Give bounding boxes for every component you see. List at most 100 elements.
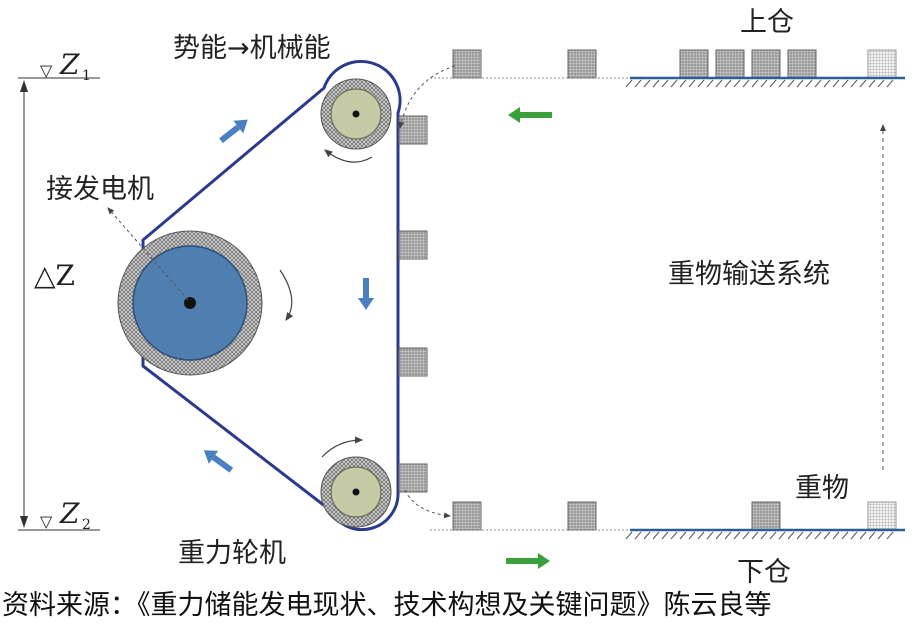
conveyor-belt <box>141 60 402 532</box>
floor-hatch-tick <box>805 531 813 540</box>
weight-block <box>452 49 482 79</box>
floor-hatch-tick <box>679 79 687 88</box>
floor-hatch-tick <box>787 531 795 540</box>
floor-hatch-tick <box>634 531 642 540</box>
rotation-arrow-icon <box>321 436 364 458</box>
generator-pointer <box>107 207 189 301</box>
floor-hatch-tick <box>625 79 633 88</box>
floor-hatch-tick <box>697 531 705 540</box>
floor-hatch-tick <box>769 531 777 540</box>
floor-hatch-tick <box>760 79 768 88</box>
floor-hatch-tick <box>778 79 786 88</box>
upper-store <box>430 49 905 88</box>
weight-block <box>567 49 597 79</box>
floor-hatch-tick <box>652 79 660 88</box>
ground-marker-icon: ▽ <box>40 512 53 531</box>
blue-arrow-icon <box>358 278 374 310</box>
floor-hatch-tick <box>823 531 831 540</box>
floor-hatch-tick <box>724 79 732 88</box>
belt-weights <box>398 115 428 493</box>
upper-pulley <box>320 78 392 150</box>
floor-hatch-tick <box>823 79 831 88</box>
rotation-arrow-icon <box>324 149 373 163</box>
weight-block <box>787 49 817 79</box>
transfer-arrow-icon <box>404 489 451 519</box>
floor-hatch-tick <box>706 531 714 540</box>
floor-hatch-tick <box>814 531 822 540</box>
floor-hatch-tick <box>886 531 894 540</box>
blue-arrow-icon <box>219 119 248 143</box>
floor-hatch-tick <box>877 79 885 88</box>
floor-hatch-tick <box>724 531 732 540</box>
floor-hatch-tick <box>643 531 651 540</box>
weight-block <box>679 49 709 79</box>
lower-store-label: 下仓 <box>737 557 791 588</box>
floor-hatch-tick <box>796 531 804 540</box>
svg-text:1: 1 <box>82 68 91 84</box>
floor-hatch-tick <box>652 531 660 540</box>
weight-block-placeholder <box>867 501 897 531</box>
z1-marker: ▽ Z 1 <box>40 48 91 84</box>
z2-marker: ▽ Z 2 <box>40 497 91 533</box>
blue-arrow-icon <box>203 450 234 473</box>
floor-hatch-tick <box>778 531 786 540</box>
floor-hatch-tick <box>787 79 795 88</box>
transfer-arrow-icon <box>398 65 456 129</box>
belt-direction-arrows <box>203 119 374 473</box>
lower-pulley <box>320 456 392 528</box>
green-arrow-icon <box>506 553 550 569</box>
floor-hatch-tick <box>697 79 705 88</box>
weight-block-placeholder <box>867 49 897 79</box>
floor-hatch-tick <box>859 79 867 88</box>
green-arrow-icon <box>508 107 552 123</box>
floor-hatch-tick <box>715 79 723 88</box>
svg-text:2: 2 <box>82 517 91 533</box>
svg-text:Z: Z <box>59 48 80 81</box>
floor-hatch-tick <box>805 79 813 88</box>
floor-hatch-tick <box>841 79 849 88</box>
floor-hatch-tick <box>643 79 651 88</box>
floor-hatch-tick <box>877 531 885 540</box>
floor-hatch-tick <box>742 79 750 88</box>
weight-block <box>398 463 428 493</box>
weight-block <box>751 501 781 531</box>
floor-hatch-tick <box>733 531 741 540</box>
weight-label: 重物 <box>795 473 849 504</box>
upper-store-label: 上仓 <box>740 7 794 38</box>
floor-hatch-tick <box>661 531 669 540</box>
floor-hatch-tick <box>625 531 633 540</box>
floor-hatch-tick <box>868 79 876 88</box>
lower-store <box>430 501 905 540</box>
height-scale <box>18 77 100 531</box>
floor-hatch-tick <box>670 531 678 540</box>
floor-hatch-tick <box>688 79 696 88</box>
rotation-arrow-icon <box>279 269 294 321</box>
floor-hatch-tick <box>760 531 768 540</box>
floor-hatch-tick <box>706 79 714 88</box>
floor-hatch-tick <box>886 79 894 88</box>
floor-hatch-tick <box>634 79 642 88</box>
floor-hatch-tick <box>679 531 687 540</box>
floor-hatch-tick <box>796 79 804 88</box>
floor-hatch-tick <box>832 531 840 540</box>
floor-hatch-tick <box>868 531 876 540</box>
weight-block <box>398 115 428 145</box>
weight-block <box>398 347 428 377</box>
floor-hatch-tick <box>814 79 822 88</box>
weight-block <box>567 501 597 531</box>
floor-hatch-tick <box>661 79 669 88</box>
floor-hatch-tick <box>850 79 858 88</box>
weight-block <box>398 230 428 260</box>
svg-text:Z: Z <box>59 497 80 530</box>
floor-hatch-tick <box>715 531 723 540</box>
gravity-storage-diagram: ▽ Z 1 ▽ Z 2 △Z <box>18 7 905 588</box>
floor-hatch-tick <box>832 79 840 88</box>
generator-wheel <box>117 230 263 376</box>
delta-z-label: △Z <box>34 259 75 292</box>
gravity-wheel-label: 重力轮机 <box>178 538 286 569</box>
floor-hatch-tick <box>769 79 777 88</box>
floor-hatch-tick <box>670 79 678 88</box>
weight-block <box>715 49 745 79</box>
transport-system-label: 重物输送系统 <box>668 259 830 290</box>
conversion-label: 势能→机械能 <box>173 33 331 64</box>
